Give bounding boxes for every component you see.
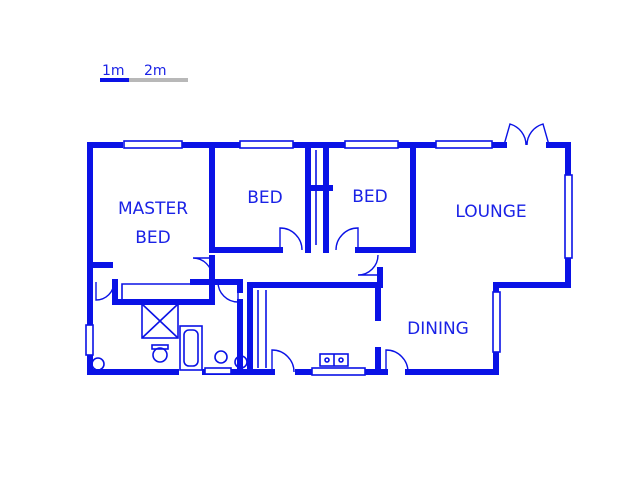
door-lounge: [357, 254, 379, 276]
window-kitchen: [311, 367, 366, 376]
door-lounge-french-2: [526, 123, 550, 146]
door-dining: [385, 349, 409, 373]
scale-bar-gray-segment: [129, 78, 188, 82]
window-bed-1: [239, 140, 294, 149]
door-lounge-french-1: [503, 123, 527, 146]
window-toilet: [204, 367, 232, 375]
scale-bar: 1m 2m: [100, 63, 188, 82]
door-bathroom: [217, 281, 239, 303]
doors: [95, 123, 550, 373]
window-master-bed: [123, 140, 183, 149]
toilet: [152, 347, 168, 363]
windows: [85, 140, 573, 376]
fixtures: [91, 150, 349, 371]
scale-label-1m: 1m: [102, 63, 125, 79]
door-bed-1: [279, 227, 303, 251]
label-master-bed: BED: [135, 228, 171, 248]
basin: [234, 355, 248, 369]
window-bed-2: [344, 140, 399, 149]
bath: [179, 325, 203, 371]
toilet-2: [214, 350, 228, 364]
label-lounge: LOUNGE: [455, 202, 526, 222]
window-lounge: [435, 140, 493, 149]
interior-walls: [87, 142, 416, 375]
door-ensuite: [95, 281, 115, 301]
door-bed-2: [335, 227, 359, 251]
window-bathroom: [85, 324, 94, 356]
scale-bar-blue-segment: [100, 78, 129, 82]
window-dining: [492, 291, 501, 353]
label-bed-1: BED: [247, 188, 283, 208]
scale-label-2m: 2m: [144, 63, 167, 79]
window-lounge-east: [564, 174, 573, 259]
basin-2: [91, 357, 105, 371]
room-labels: MASTER BED BED BED LOUNGE DINING: [118, 187, 527, 339]
label-dining: DINING: [407, 319, 469, 339]
shower: [141, 303, 179, 339]
door-kitchen: [271, 349, 295, 373]
label-bed-2: BED: [352, 187, 388, 207]
label-master: MASTER: [118, 199, 188, 219]
door-master: [192, 257, 213, 278]
